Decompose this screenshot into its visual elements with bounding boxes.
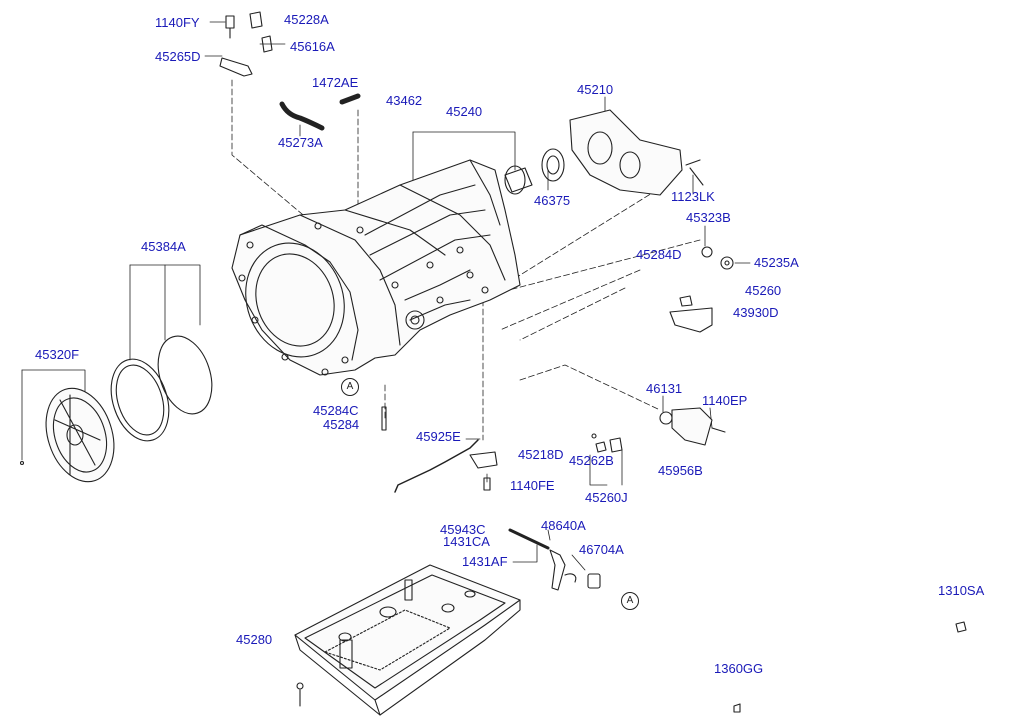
- part-label-45218D[interactable]: 45218D: [518, 447, 564, 462]
- part-label-1310SA[interactable]: 1310SA: [938, 583, 985, 598]
- part-label-45265D[interactable]: 45265D: [155, 49, 201, 64]
- part-label-45228A[interactable]: 45228A: [284, 12, 329, 27]
- part-label-45956B[interactable]: 45956B: [658, 463, 703, 478]
- part-label-45235A[interactable]: 45235A: [754, 255, 799, 270]
- solid-leaders: [21, 21, 751, 571]
- part-label-1123LK[interactable]: 1123LK: [671, 189, 715, 204]
- part-label-46704A[interactable]: 46704A: [579, 542, 624, 557]
- part-label-46375[interactable]: 46375: [534, 193, 571, 208]
- part-label-1140EP[interactable]: 1140EP: [702, 393, 748, 408]
- part-label-45260[interactable]: 45260: [745, 283, 782, 298]
- part-label-45384A[interactable]: 45384A: [141, 239, 186, 254]
- part-label-1360GG[interactable]: 1360GG: [714, 661, 764, 676]
- oil-pump-assembly: [19, 335, 213, 483]
- oil-pan: [294, 564, 521, 716]
- part-label-45616A[interactable]: 45616A: [290, 39, 335, 54]
- part-label-45320F[interactable]: 45320F: [35, 347, 80, 362]
- part-label-45284[interactable]: 45284: [323, 417, 360, 432]
- part-label-45943C[interactable]: 45943C: [440, 522, 486, 537]
- part-label-45240[interactable]: 45240: [446, 104, 483, 119]
- loose-fasteners: [733, 621, 967, 713]
- part-label-45260J[interactable]: 45260J: [585, 490, 628, 505]
- part-label-45925E[interactable]: 45925E: [416, 429, 461, 444]
- part-label-1140FE[interactable]: 1140FE: [510, 478, 555, 493]
- part-label-45273A[interactable]: 45273A: [278, 135, 323, 150]
- leader-lines: [231, 79, 701, 441]
- part-label-45262B[interactable]: 45262B: [569, 453, 614, 468]
- callout-a-case: A: [341, 378, 359, 396]
- part-label-1140FY[interactable]: 1140FY: [155, 15, 200, 30]
- part-label-1472AE[interactable]: 1472AE: [312, 75, 359, 90]
- part-label-45210[interactable]: 45210: [577, 82, 614, 97]
- part-label-45284C[interactable]: 45284C: [313, 403, 359, 418]
- part-label-48640A[interactable]: 48640A: [541, 518, 586, 533]
- part-label-45284D[interactable]: 45284D: [636, 247, 682, 262]
- callout-a-pan: A: [621, 592, 639, 610]
- part-label-46131[interactable]: 46131: [646, 381, 683, 396]
- shift-linkage: [296, 406, 623, 707]
- vent-hose-parts: [219, 11, 361, 131]
- fasteners-right: [659, 246, 734, 446]
- part-label-43462[interactable]: 43462: [386, 93, 423, 108]
- part-label-1431CA[interactable]: 1431CA: [443, 534, 490, 549]
- part-label-43930D[interactable]: 43930D: [733, 305, 779, 320]
- part-label-45280[interactable]: 45280: [236, 632, 273, 647]
- part-label-1431AF[interactable]: 1431AF: [462, 554, 508, 569]
- part-label-45323B[interactable]: 45323B: [686, 210, 731, 225]
- transmission-case: [231, 159, 521, 376]
- rear-housing-parts: [504, 109, 704, 196]
